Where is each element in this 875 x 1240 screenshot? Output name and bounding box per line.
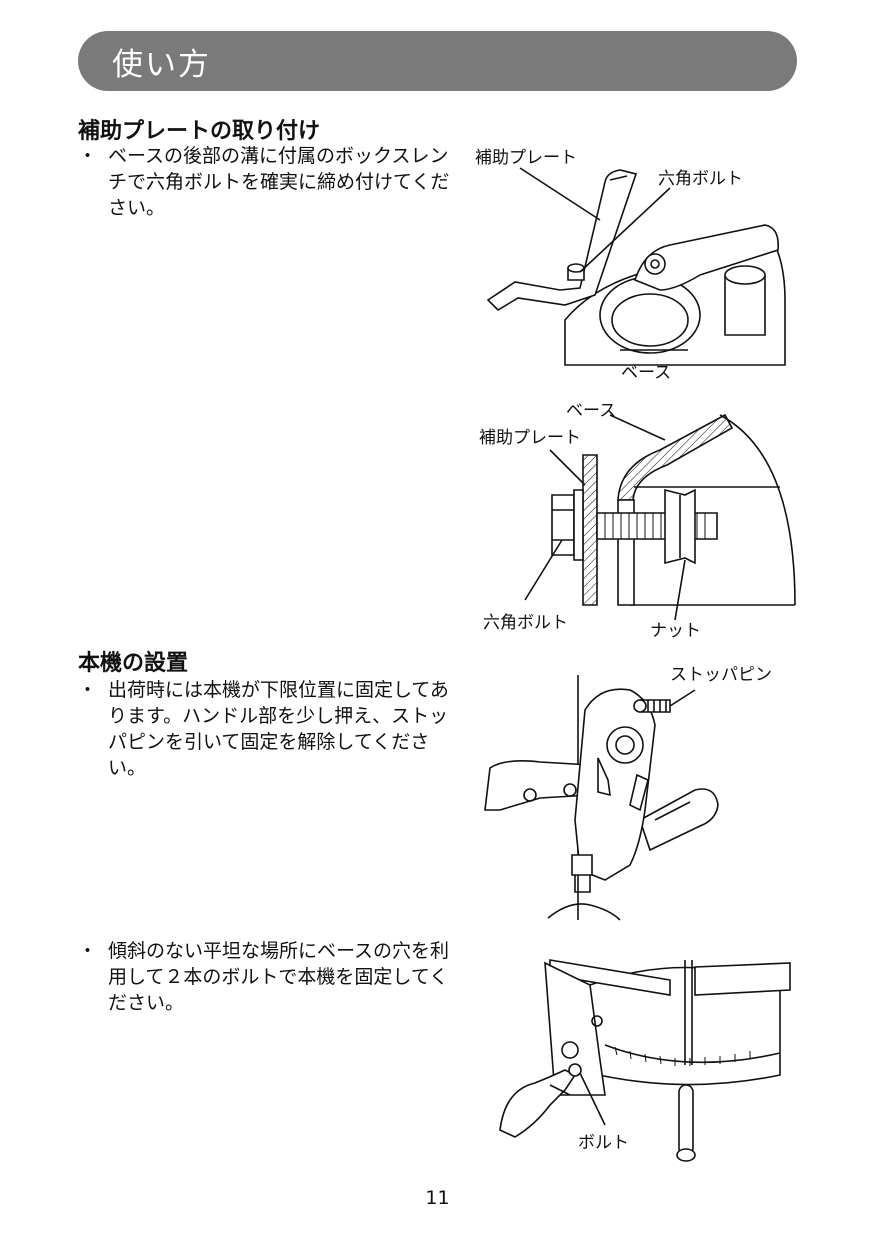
- label-stopper-pin: ストッパピン: [670, 665, 772, 685]
- label-hex-bolt: 六角ボルト: [658, 169, 743, 189]
- label-bolt: ボルト: [578, 1133, 629, 1153]
- section-banner: 使い方: [78, 31, 797, 91]
- base-fix-illustration: [495, 955, 795, 1165]
- bullet-text: 出荷時には本機が下限位置に固定してあります。ハンドル部を少し押え、ストッパピンを…: [108, 679, 449, 779]
- page-number: 11: [425, 1187, 450, 1209]
- heading-plate-install: 補助プレートの取り付け: [78, 119, 321, 144]
- label-nut: ナット: [650, 621, 701, 641]
- stopper-pin-illustration: [480, 670, 780, 932]
- label-plate: 補助プレート: [479, 428, 581, 448]
- label-hex-bolt: 六角ボルト: [483, 613, 568, 633]
- bullet-release-stopper: ・ 出荷時には本機が下限位置に固定してあります。ハンドル部を少し押え、ストッパピ…: [78, 677, 458, 781]
- bullet-text: ベースの後部の溝に付属のボックスレンチで六角ボルトを確実に締め付けてください。: [108, 145, 450, 219]
- plate-install-illustration: [470, 140, 800, 380]
- bullet-mark: ・: [78, 145, 98, 167]
- bullet-mark: ・: [78, 679, 98, 701]
- page-title: 使い方: [112, 47, 211, 83]
- label-base: ベース: [621, 363, 672, 383]
- plate-section-illustration: [470, 395, 800, 610]
- bullet-mark: ・: [78, 940, 98, 962]
- bullet-plate-install: ・ ベースの後部の溝に付属のボックスレンチで六角ボルトを確実に締め付けてください…: [78, 143, 458, 221]
- bullet-fix-base: ・ 傾斜のない平坦な場所にベースの穴を利用して２本のボルトで本機を固定してくださ…: [78, 938, 458, 1016]
- heading-machine-setup: 本機の設置: [78, 651, 189, 676]
- label-base: ベース: [566, 401, 617, 421]
- label-plate: 補助プレート: [475, 148, 577, 168]
- bullet-text: 傾斜のない平坦な場所にベースの穴を利用して２本のボルトで本機を固定してください。: [108, 940, 450, 1014]
